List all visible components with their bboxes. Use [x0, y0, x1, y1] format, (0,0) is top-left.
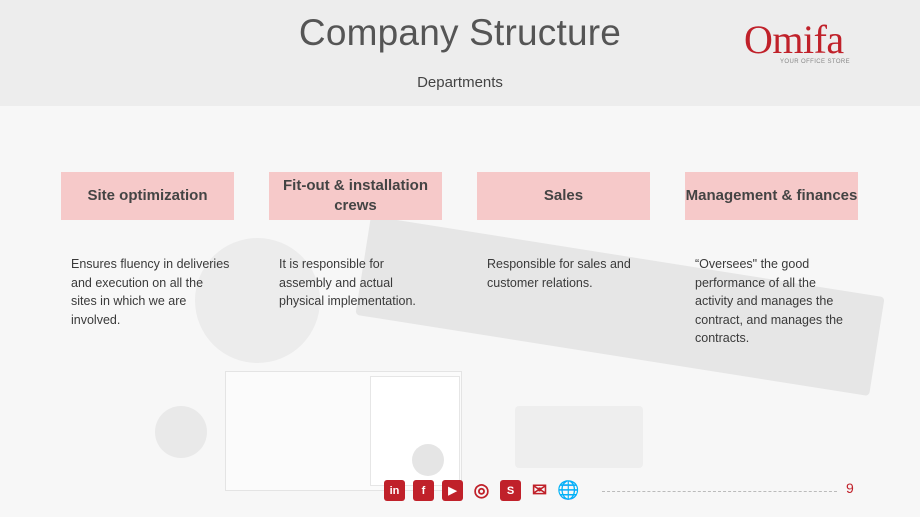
dept-sales: Sales	[477, 172, 650, 220]
store-icon[interactable]: S	[500, 480, 521, 501]
page-title: Company Structure	[298, 12, 622, 53]
cup-shape	[412, 444, 444, 476]
page-number: 9	[846, 480, 854, 496]
dept-site-optimization-desc: Ensures fluency in deliveries and execut…	[71, 257, 230, 327]
logo-wordmark: Omifa	[744, 17, 844, 62]
dept-fit-out-desc: It is responsible for assembly and actua…	[279, 257, 416, 308]
mail-icon[interactable]: ✉	[531, 480, 548, 500]
lamp-shape	[195, 238, 320, 363]
page-subtitle: Departments	[417, 74, 503, 91]
instagram-icon[interactable]: ◎	[473, 480, 490, 500]
facebook-icon[interactable]: f	[413, 480, 434, 501]
background-photo	[0, 106, 920, 517]
dept-sales-desc: Responsible for sales and customer relat…	[487, 257, 631, 290]
dept-management: Management & finances	[685, 172, 858, 220]
linkedin-icon[interactable]: in	[384, 480, 405, 501]
keyboard-shape	[515, 406, 643, 468]
youtube-icon[interactable]: ▶	[442, 480, 463, 501]
plant-shape	[155, 406, 207, 458]
omifa-logo: Omifa YOUR OFFICE STORE	[744, 17, 874, 72]
footer-divider	[602, 491, 837, 492]
header-band: Company Structure Departments Omifa YOUR…	[0, 0, 920, 106]
globe-icon[interactable]: 🌐	[557, 480, 580, 500]
logo-tagline: YOUR OFFICE STORE	[780, 59, 851, 65]
social-links: in f ▶ ◎ S ✉ 🌐	[384, 480, 580, 502]
dept-management-desc: “Oversees" the good performance of all t…	[695, 257, 844, 345]
dept-site-optimization: Site optimization	[61, 172, 234, 220]
dept-fit-out: Fit-out & installation crews	[269, 172, 442, 220]
